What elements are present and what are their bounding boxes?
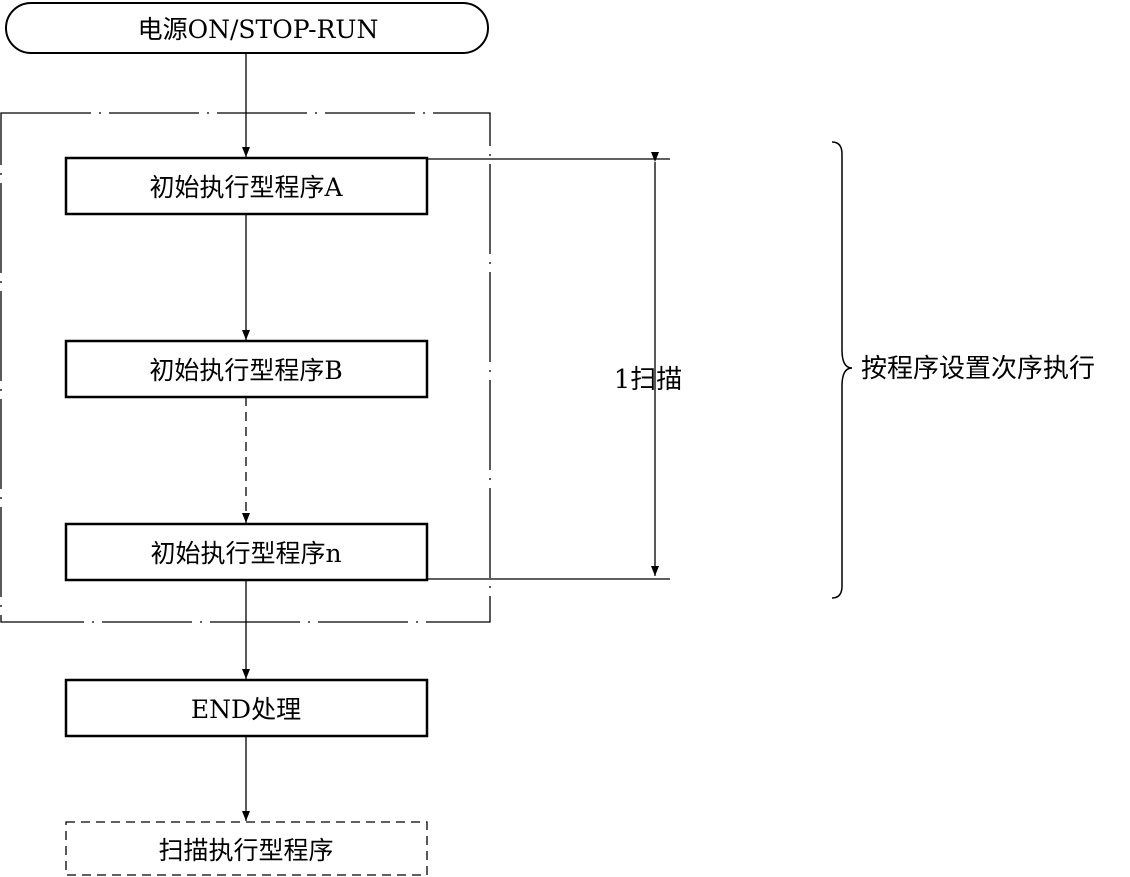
- scan-program-box: 扫描执行型程序: [65, 821, 428, 876]
- start-terminal: 电源ON/STOP-RUN: [5, 2, 489, 54]
- program-a-box: 初始执行型程序A: [64, 156, 429, 216]
- program-b-label: 初始执行型程序B: [149, 356, 342, 385]
- end-process-box: END处理: [64, 678, 429, 738]
- order-brace: [831, 141, 853, 599]
- scan-label: 1扫描: [614, 365, 683, 395]
- program-n-box: 初始执行型程序n: [64, 522, 429, 582]
- scan-program-label: 扫描执行型程序: [158, 836, 333, 865]
- program-b-box: 初始执行型程序B: [64, 339, 429, 399]
- program-n-label: 初始执行型程序n: [150, 539, 341, 568]
- start-label: 电源ON/STOP-RUN: [138, 15, 379, 44]
- end-process-label: END处理: [191, 695, 301, 724]
- program-a-label: 初始执行型程序A: [149, 173, 343, 202]
- order-label: 按程序设置次序执行: [861, 354, 1095, 384]
